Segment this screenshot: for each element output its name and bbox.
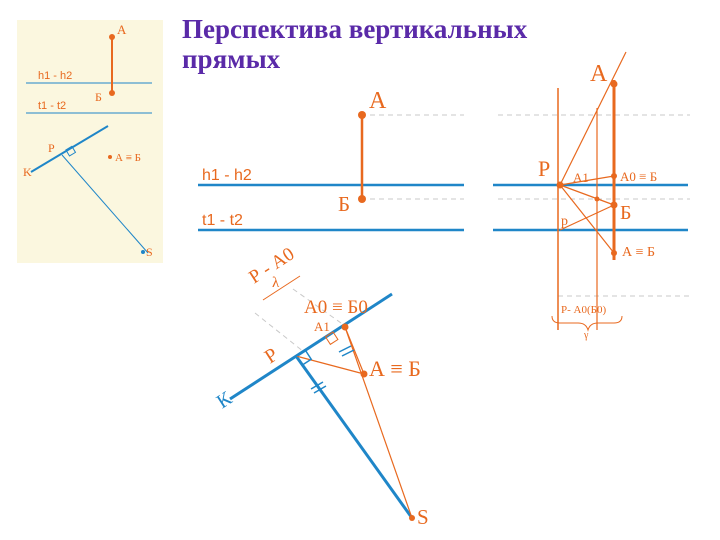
thumb-label-k: K bbox=[23, 165, 32, 179]
thumb-point-a bbox=[109, 34, 115, 40]
right-label-a0b: А0 ≡ Б bbox=[620, 169, 657, 184]
thumb-label-horizon: h1 - h2 bbox=[38, 70, 72, 82]
plan-label-lambda: λ bbox=[272, 275, 280, 291]
right-point-a bbox=[610, 80, 618, 88]
thumbnail-panel bbox=[17, 20, 163, 263]
plan-point-a0 bbox=[341, 323, 349, 331]
right-diagram: А Р А1 А0 ≡ Б Б р А ≡ Б Р- А0(Б0) γ bbox=[493, 51, 690, 341]
plan-diagram: Р - А0 λ А0 ≡ Б0 А1 Р А ≡ Б К S bbox=[213, 244, 429, 529]
mid-label-horizon: h1 - h2 bbox=[202, 167, 252, 184]
plan-point-ab bbox=[360, 370, 368, 378]
right-point-ab bbox=[611, 250, 617, 256]
plan-tick-2a bbox=[310, 381, 324, 390]
right-point-b bbox=[610, 201, 618, 209]
plan-label-ab: А ≡ Б bbox=[369, 356, 421, 381]
right-ray-p-b bbox=[559, 184, 615, 206]
right-point-mid bbox=[594, 196, 600, 202]
right-ray-a bbox=[559, 51, 627, 186]
thumb-point-s bbox=[141, 250, 145, 254]
plan-dim-ext-2 bbox=[292, 288, 342, 324]
plan-label-s: S bbox=[417, 505, 429, 529]
plan-point-s bbox=[409, 515, 415, 521]
title-line-2: прямых bbox=[182, 44, 281, 74]
thumb-k-line bbox=[30, 125, 109, 173]
thumb-point-b bbox=[109, 90, 115, 96]
right-label-bracket: Р- А0(Б0) bbox=[561, 304, 606, 316]
thumb-label-a: А bbox=[117, 22, 127, 37]
plan-ray-p-ab bbox=[295, 355, 365, 375]
thumbnail-diagram: А Б h1 - h2 t1 - t2 P K А ≡ Б S bbox=[23, 22, 153, 259]
right-bracket bbox=[551, 315, 623, 332]
right-label-gamma: γ bbox=[583, 330, 589, 341]
right-point-p bbox=[556, 181, 564, 189]
middle-diagram: А Б h1 - h2 t1 - t2 bbox=[198, 88, 464, 232]
right-label-a1: А1 bbox=[573, 170, 589, 185]
plan-right-angle bbox=[294, 348, 313, 367]
thumb-label-b: Б bbox=[95, 90, 102, 104]
right-label-b: Б bbox=[620, 202, 631, 224]
thumb-ps-line bbox=[61, 154, 149, 254]
right-ray-p-a0 bbox=[559, 175, 615, 186]
right-label-a: А bbox=[590, 61, 608, 87]
plan-small-right-angle bbox=[324, 331, 339, 346]
plan-dimension-line bbox=[262, 275, 301, 301]
title-line-1: Перспектива вертикальных bbox=[182, 14, 528, 44]
plan-a0-ab-segment bbox=[344, 326, 365, 375]
right-ray-ground-b bbox=[559, 204, 615, 231]
mid-point-a bbox=[358, 111, 366, 119]
plan-tick-2b bbox=[313, 385, 327, 394]
right-point-a0 bbox=[611, 173, 617, 179]
right-label-ab: А ≡ Б bbox=[622, 245, 655, 260]
mid-label-b: Б bbox=[338, 192, 350, 216]
thumb-point-ab bbox=[108, 155, 112, 159]
right-ray-p-ab bbox=[559, 184, 615, 254]
thumb-label-p: P bbox=[48, 141, 55, 155]
thumb-label-s: S bbox=[146, 245, 153, 259]
slide-title: Перспектива вертикальных прямых bbox=[182, 14, 622, 74]
plan-k-line bbox=[229, 292, 393, 401]
plan-label-k: К bbox=[213, 387, 237, 413]
plan-tick-1b bbox=[341, 349, 355, 357]
mid-label-a: А bbox=[369, 88, 387, 114]
plan-label-a1: А1 bbox=[314, 319, 330, 334]
thumb-right-angle bbox=[65, 145, 77, 157]
thumb-label-ab: А ≡ Б bbox=[115, 152, 141, 164]
plan-label-a0b0: А0 ≡ Б0 bbox=[304, 297, 368, 318]
right-label-p: Р bbox=[538, 156, 550, 181]
thumb-label-ground: t1 - t2 bbox=[38, 100, 66, 112]
mid-label-ground: t1 - t2 bbox=[202, 212, 243, 229]
plan-ps-line bbox=[294, 355, 414, 519]
right-label-p-small: р bbox=[561, 214, 568, 229]
plan-tick-1a bbox=[338, 345, 352, 353]
plan-dim-ext-1 bbox=[254, 312, 305, 353]
plan-label-p: Р bbox=[261, 344, 282, 369]
mid-point-b bbox=[358, 195, 366, 203]
plan-ray-s-a0 bbox=[344, 326, 413, 519]
